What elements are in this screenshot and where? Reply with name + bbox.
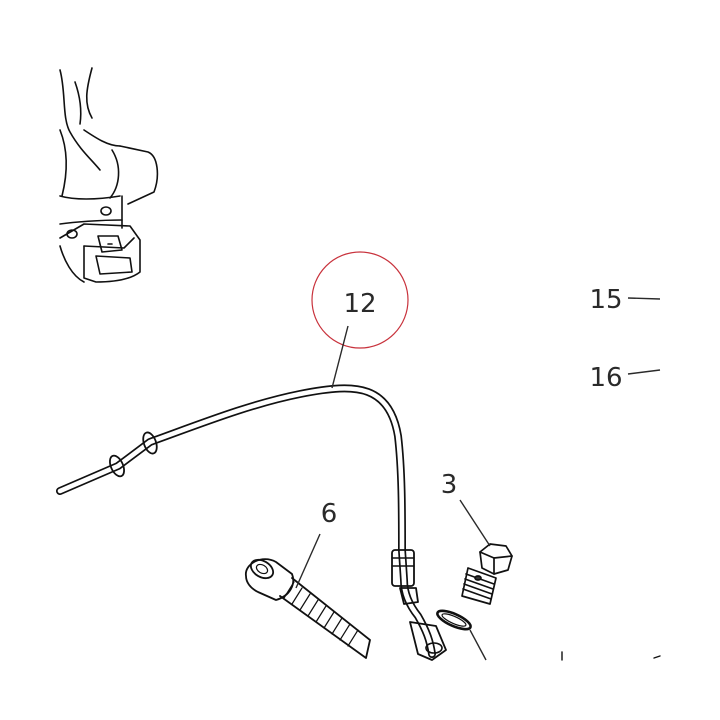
leader-line-16 xyxy=(627,369,661,375)
highlight-circle xyxy=(311,251,409,349)
brake-hose-icon xyxy=(56,384,447,661)
screw-icon xyxy=(245,558,371,659)
diagram-fragment xyxy=(561,651,661,661)
banjo-bolt-icon xyxy=(461,543,513,605)
leader-line-12 xyxy=(331,325,349,389)
callout-3: 3 xyxy=(441,470,458,500)
callout-16: 16 xyxy=(589,363,622,393)
leader-line-washer xyxy=(469,629,487,661)
leader-line-3 xyxy=(459,499,491,547)
leader-line-15 xyxy=(627,297,661,300)
leader-line-6 xyxy=(295,533,321,589)
callout-15: 15 xyxy=(589,285,622,315)
callout-12: 12 xyxy=(343,289,376,319)
brake-caliper-icon xyxy=(59,67,159,283)
callout-6: 6 xyxy=(321,499,338,529)
washer-icon xyxy=(436,609,472,631)
